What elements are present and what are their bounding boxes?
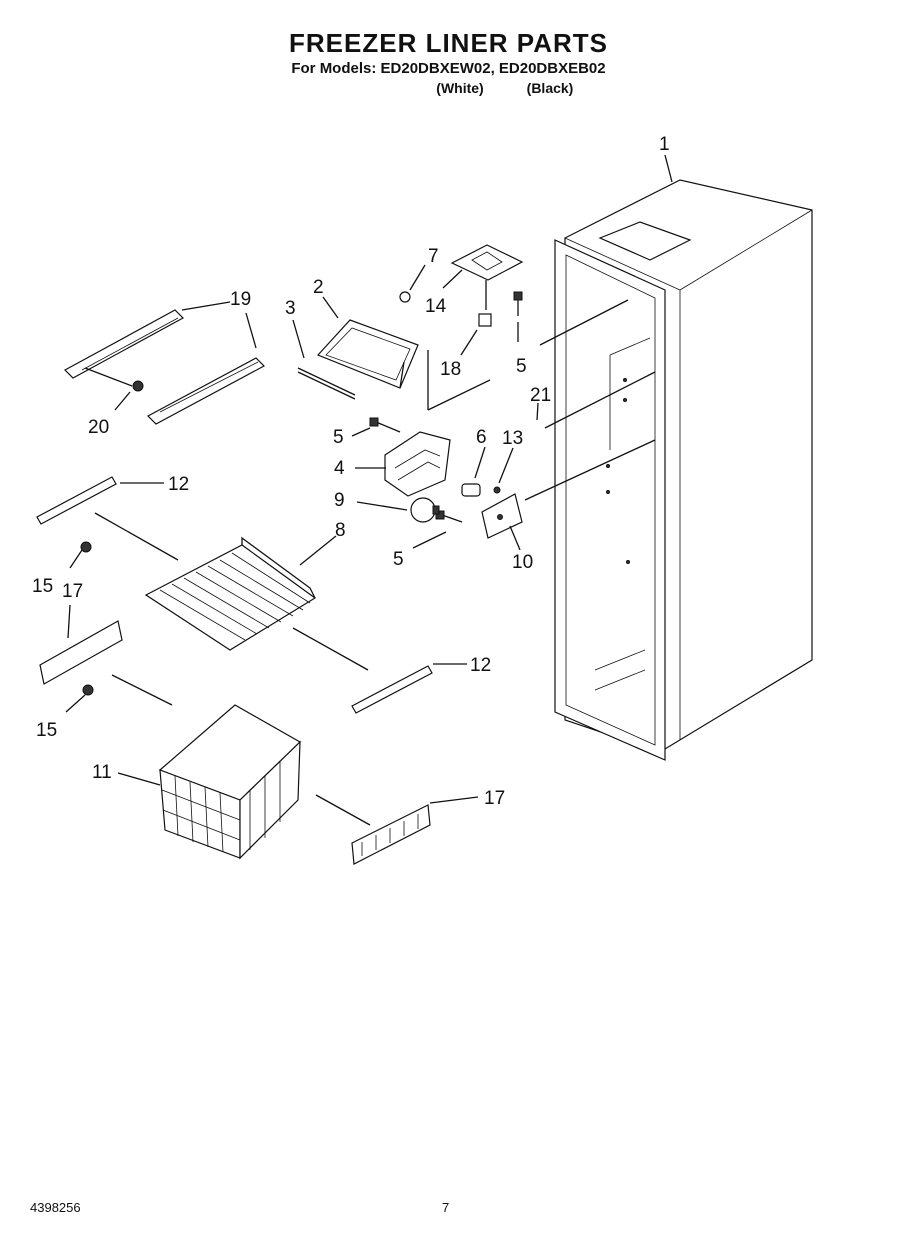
callout-9: 9 (334, 490, 345, 511)
callout-12a: 12 (168, 474, 189, 495)
callout-5a: 5 (333, 427, 344, 448)
part-control-clip (478, 280, 492, 327)
callout-15a: 15 (32, 576, 53, 597)
models-line: For Models: ED20DBXEW02, ED20DBXEB02 (291, 60, 606, 77)
callout-6: 6 (476, 427, 487, 448)
part-shelf-rail-upper (64, 309, 265, 425)
assembly-lines (94, 299, 656, 826)
part-basket-rail (351, 804, 431, 865)
callout-4: 4 (334, 458, 345, 479)
callout-arrows (65, 154, 673, 804)
callout-21: 21 (530, 385, 551, 406)
variant-white-label: (White) (436, 80, 484, 96)
part-bulb (410, 497, 440, 523)
callout-19: 19 (230, 289, 251, 310)
callout-12b: 12 (470, 655, 491, 676)
callout-13: 13 (502, 428, 523, 449)
part-light-shield (316, 319, 419, 389)
callout-3: 3 (285, 298, 296, 319)
part-side-rails (36, 476, 433, 714)
callout-labels: 1 2 3 4 5 5 5 6 7 8 9 10 11 12 12 13 14 … (32, 134, 670, 809)
callout-15b: 15 (36, 720, 57, 741)
part-wire-shelf (144, 536, 317, 651)
part-freezer-liner (554, 179, 813, 761)
part-wire-basket (158, 704, 301, 860)
document-number: 4398256 (30, 1200, 81, 1215)
part-socket (461, 483, 481, 497)
callout-17b: 17 (484, 788, 505, 809)
part-screws (369, 291, 523, 523)
callout-10: 10 (512, 552, 533, 573)
callout-7: 7 (428, 246, 439, 267)
callout-5c: 5 (516, 356, 527, 377)
part-control-plate (450, 244, 524, 281)
callout-20: 20 (88, 417, 109, 438)
part-light-housing (384, 431, 451, 497)
callout-18: 18 (440, 359, 461, 380)
callout-5b: 5 (393, 549, 404, 570)
callout-2: 2 (313, 277, 324, 298)
part-bracket (481, 493, 523, 539)
callout-11: 11 (92, 762, 112, 783)
part-small-screw (493, 486, 501, 494)
page-number: 7 (442, 1200, 450, 1215)
callout-1: 1 (659, 134, 670, 155)
variant-black-label: (Black) (526, 80, 574, 96)
part-knob (399, 291, 411, 303)
callout-17a: 17 (62, 581, 83, 602)
callout-14: 14 (425, 296, 447, 317)
part-strip (297, 367, 356, 400)
callout-8: 8 (335, 520, 346, 541)
page-title: FREEZER LINER PARTS (289, 28, 608, 58)
